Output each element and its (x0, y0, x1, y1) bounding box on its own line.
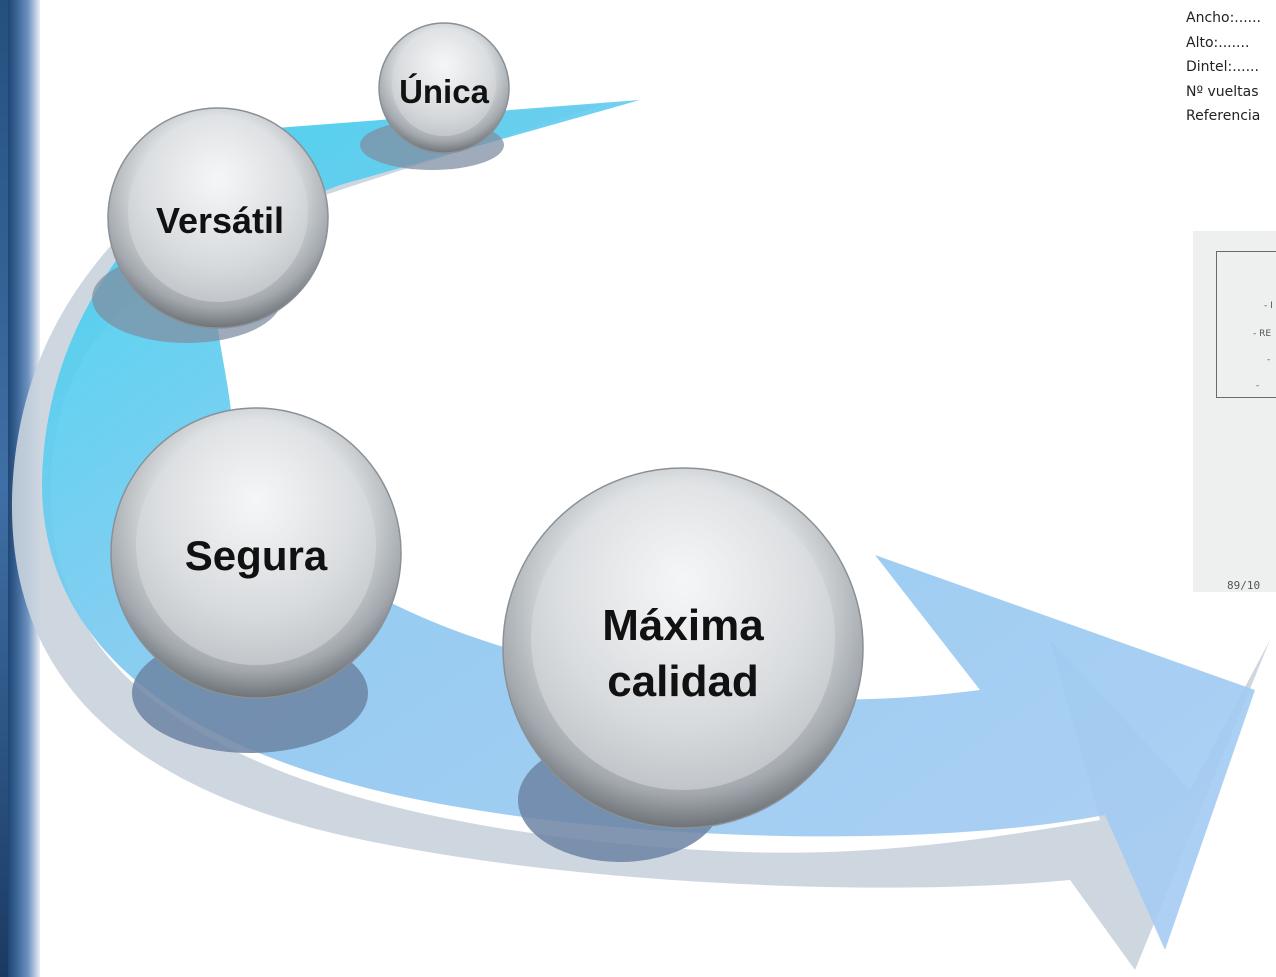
spec-ancho: Ancho:...... (1186, 10, 1262, 26)
label-line: - (1267, 355, 1271, 365)
label-line: - RE (1253, 329, 1272, 339)
bubble-label-unica: Única (399, 73, 490, 110)
bubble-segura: Segura (110, 407, 402, 699)
label-line: - (1256, 381, 1260, 391)
label-line: - I (1264, 301, 1273, 311)
spec-dintel: Dintel:...... (1186, 59, 1259, 75)
bubble-label-calidad: calidad (607, 657, 759, 706)
product-label-image: - I - RE - - 89/10 (1193, 231, 1276, 592)
bubble-label-versatil: Versátil (156, 200, 284, 241)
label-frame (1216, 251, 1276, 398)
bubble-label-segura: Segura (185, 532, 328, 579)
bubble-unica: Única (378, 22, 510, 154)
bubble-versatil: Versátil (107, 107, 329, 329)
spec-referencia: Referencia (1186, 108, 1261, 124)
label-code: 89/10 (1227, 579, 1261, 592)
bubble-maxima-calidad: Máxima calidad (502, 467, 864, 829)
spec-alto: Alto:....... (1186, 34, 1250, 51)
arrow-swoosh (41, 100, 1255, 950)
spec-list: Ancho:...... Alto:....... Dintel:...... … (1186, 6, 1276, 126)
spec-vueltas: Nº vueltas (1186, 83, 1259, 100)
bubble-label-maxima: Máxima (602, 601, 764, 650)
